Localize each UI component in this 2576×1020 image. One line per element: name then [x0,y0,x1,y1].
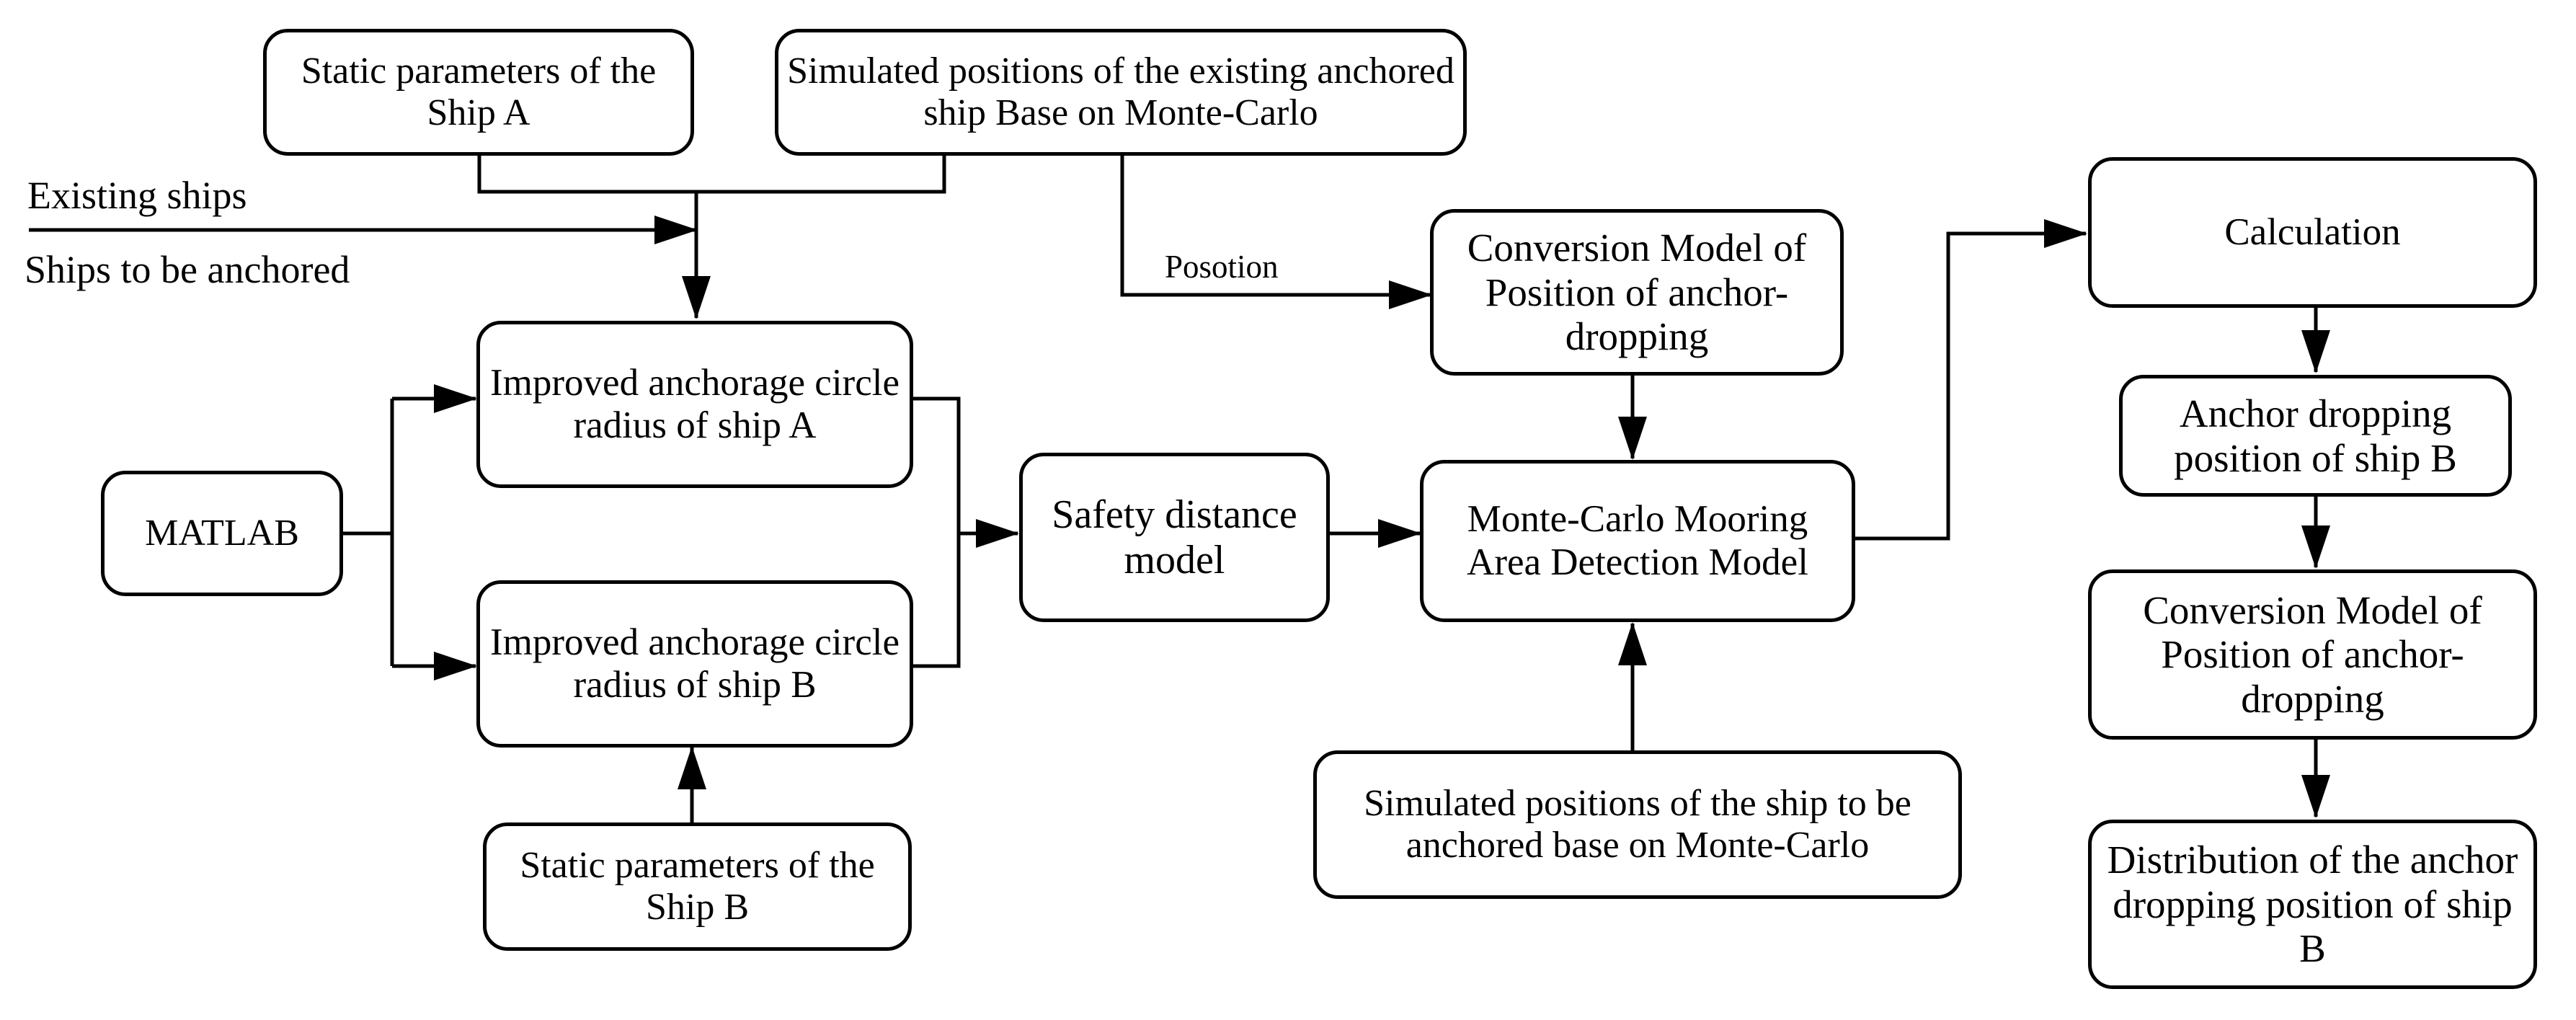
improved-radius-ship-a-text: Improved anchorage circle radius of ship… [490,361,900,446]
conversion-model-right-text: Conversion Model of Position of anchor-d… [2143,587,2482,721]
ships-to-anchor-label: Ships to be anchored [25,248,350,291]
conversion-model-top-text: Conversion Model of Position of anchor-d… [1467,226,1807,359]
anchor-dropping-position-b-text: Anchor dropping position of ship B [2174,391,2457,480]
monte-carlo-detection-model-text: Monte-Carlo Mooring Area Detection Model [1467,498,1808,583]
improved-radius-ship-b-text: Improved anchorage circle radius of ship… [490,621,900,706]
distribution-anchor-dropping-b-text: Distribution of the anchor dropping posi… [2107,838,2518,971]
safety-distance-model: Safety distance model [1019,453,1330,622]
static-params-ship-b-text: Static parameters of the Ship B [520,844,875,928]
existing-ships-label: Existing ships [27,174,247,217]
static-params-ship-b: Static parameters of the Ship B [483,822,912,951]
monte-carlo-detection-model: Monte-Carlo Mooring Area Detection Model [1420,460,1855,622]
simulated-to-anchor-positions-text: Simulated positions of the ship to be an… [1364,782,1911,866]
matlab-node: MATLAB [101,471,343,596]
edge-improved-merge [910,396,961,668]
conversion-model-right: Conversion Model of Position of anchor-d… [2088,569,2537,740]
improved-radius-ship-b: Improved anchorage circle radius of ship… [476,580,913,748]
improved-radius-ship-a: Improved anchorage circle radius of ship… [476,321,913,488]
edge-detection-to-calculation [1855,219,2087,541]
simulated-existing-positions-text: Simulated positions of the existing anch… [787,50,1454,133]
distribution-anchor-dropping-b: Distribution of the anchor dropping posi… [2088,820,2537,989]
conversion-model-top: Conversion Model of Position of anchor-d… [1430,209,1844,376]
static-params-ship-a: Static parameters of the Ship A [263,29,694,156]
anchor-dropping-position-b: Anchor dropping position of ship B [2119,375,2512,497]
matlab-text: MATLAB [145,512,299,554]
simulated-to-anchor-positions: Simulated positions of the ship to be an… [1313,750,1962,899]
static-params-ship-a-text: Static parameters of the Ship A [301,50,657,133]
safety-distance-model-text: Safety distance model [1052,492,1297,582]
calculation-node: Calculation [2088,157,2537,308]
edge-position [1120,153,1432,309]
edge-static-a-merge [477,153,946,194]
simulated-existing-positions: Simulated positions of the existing anch… [775,29,1467,156]
calculation-text: Calculation [2224,210,2401,253]
position-label: Posotion [1165,249,1279,285]
